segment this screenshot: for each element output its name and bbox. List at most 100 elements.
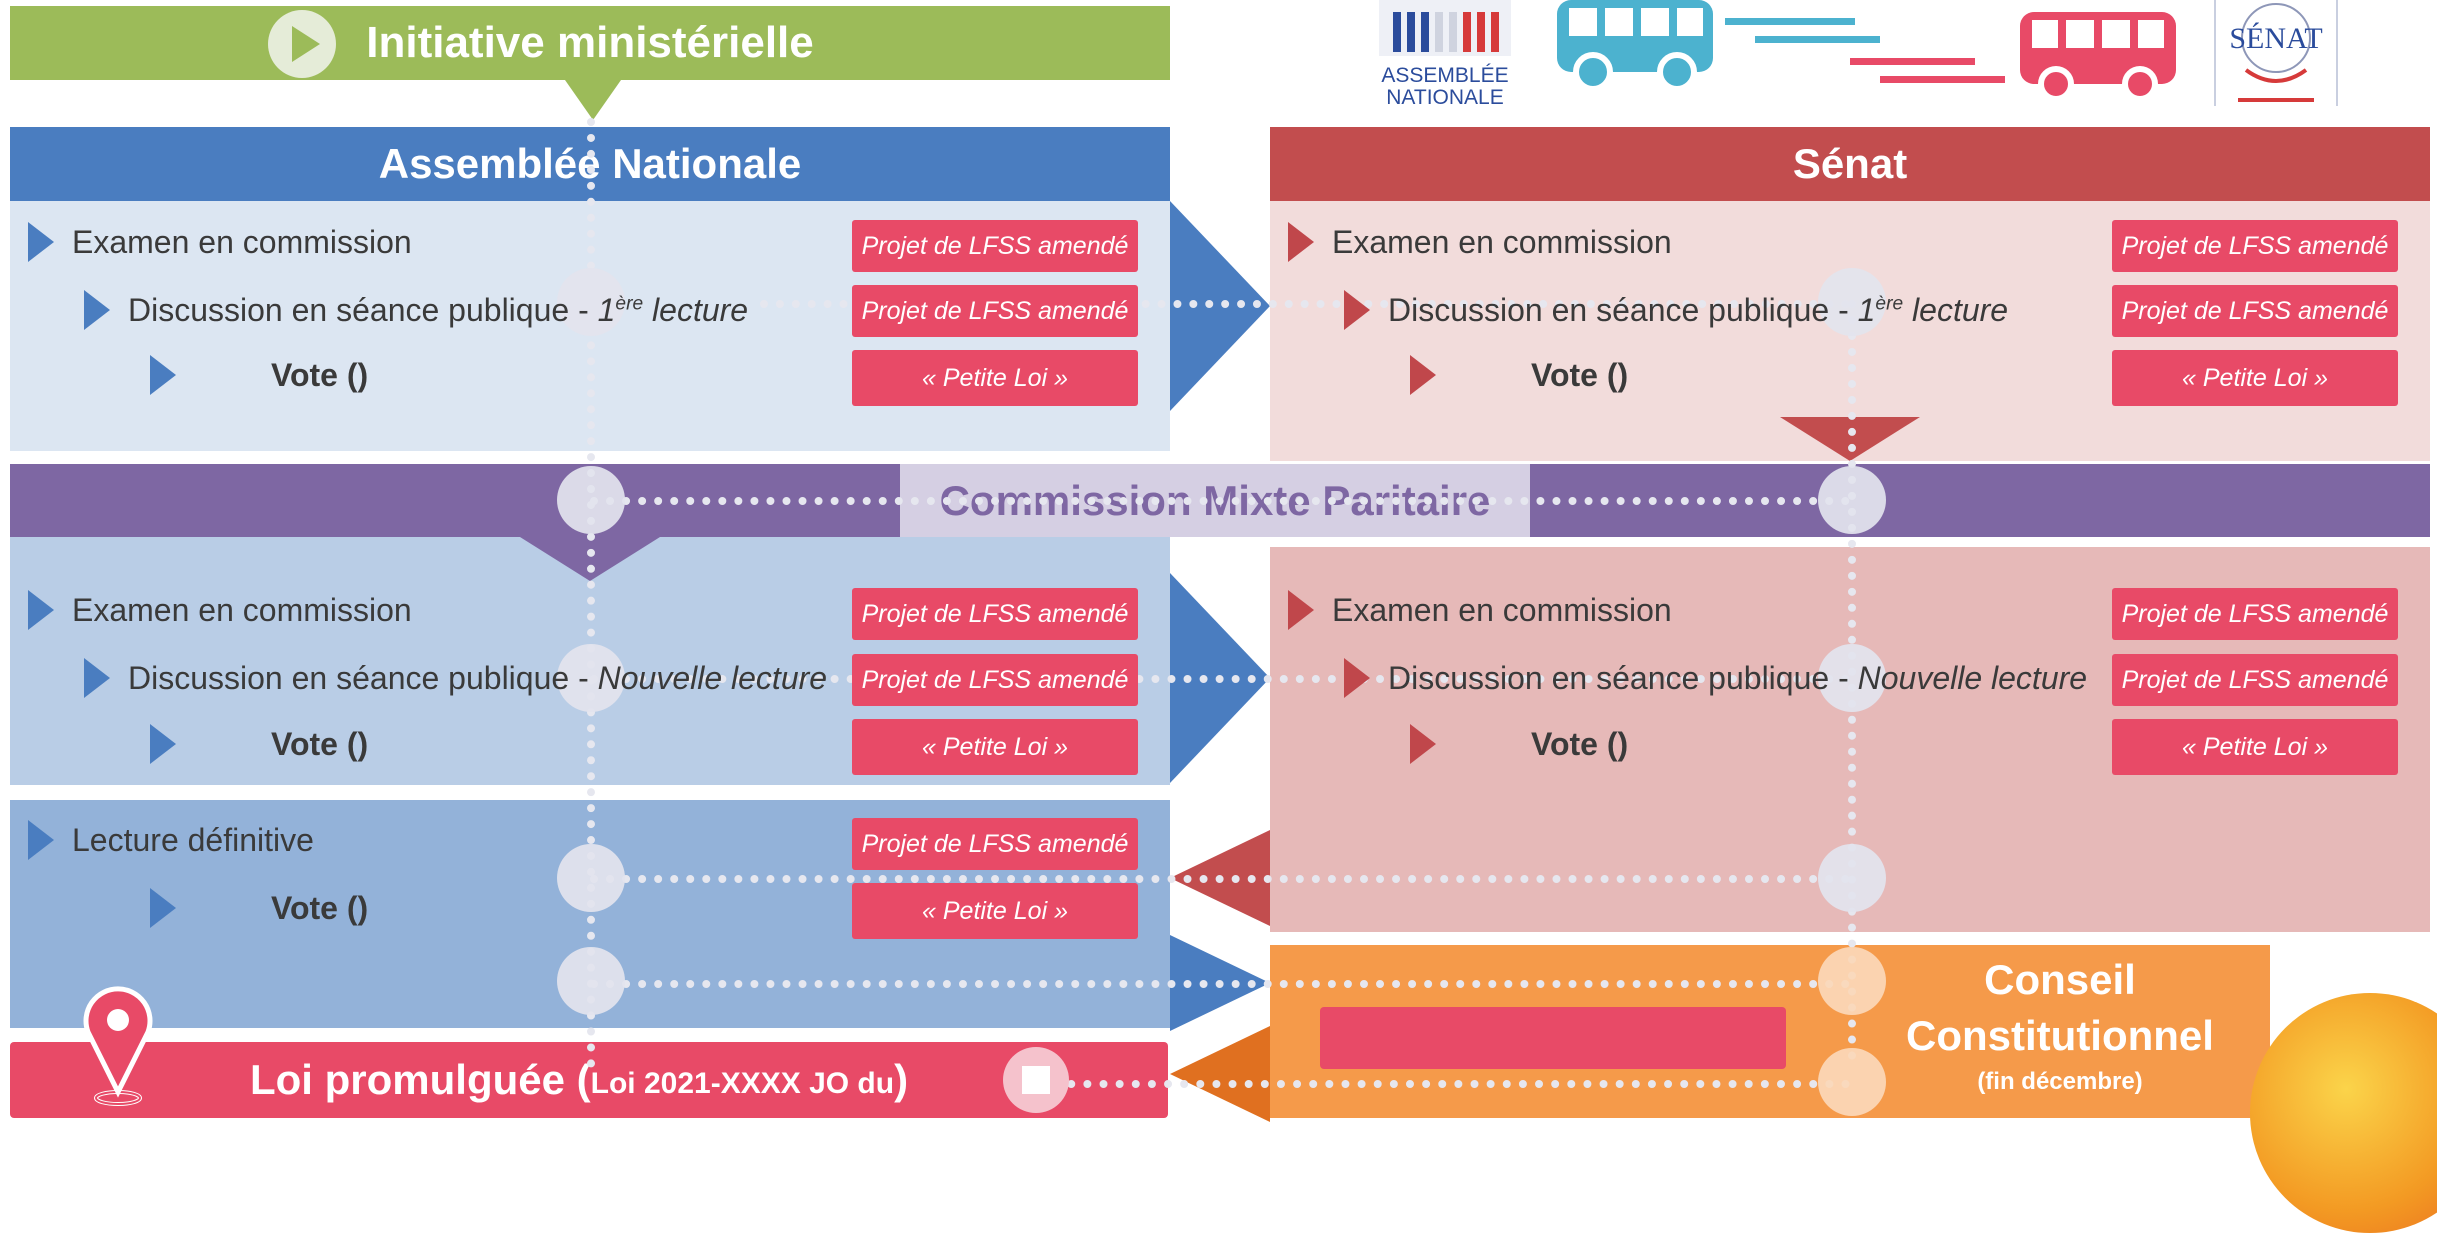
an2-tag-1: Projet de LFSS amendé bbox=[852, 588, 1138, 640]
assemblee-logo-line1: ASSEMBLÉE bbox=[1381, 64, 1509, 87]
connector bbox=[590, 675, 1850, 683]
sun-decoration bbox=[2250, 993, 2437, 1233]
final-vote: Vote () bbox=[271, 889, 369, 926]
s2-vote-row: Vote () bbox=[1410, 724, 1628, 764]
s2-vote: Vote () bbox=[1531, 725, 1629, 762]
s1-tag-2: Projet de LFSS amendé bbox=[2112, 285, 2398, 337]
an1-examen: Examen en commission bbox=[72, 223, 412, 260]
an2-examen-row: Examen en commission bbox=[28, 590, 412, 630]
conseil-line2: Constitutionnel bbox=[1906, 1012, 2214, 1059]
an1-discussion-row: Discussion en séance publique - 1ère lec… bbox=[84, 290, 748, 330]
senat-header: Sénat bbox=[1270, 127, 2430, 201]
assemblee-logo-line2: NATIONALE bbox=[1386, 86, 1504, 109]
an2-tag-3: « Petite Loi » bbox=[852, 719, 1138, 775]
conseil-line1: Conseil bbox=[1984, 956, 2136, 1003]
s2-examen: Examen en commission bbox=[1332, 591, 1672, 628]
s1-tag-3: « Petite Loi » bbox=[2112, 350, 2398, 406]
an2-discussion-row: Discussion en séance publique - Nouvelle… bbox=[84, 658, 827, 698]
s1-examen: Examen en commission bbox=[1332, 223, 1672, 260]
bullet-arrow-icon bbox=[84, 290, 110, 330]
senat-logo-text: SÉNAT bbox=[2229, 22, 2323, 55]
s2-discussion-row: Discussion en séance publique - Nouvelle… bbox=[1344, 658, 2087, 698]
bullet-arrow-icon bbox=[150, 888, 176, 928]
an2-examen: Examen en commission bbox=[72, 591, 412, 628]
s1-vote: Vote () bbox=[1531, 356, 1629, 393]
s1-examen-row: Examen en commission bbox=[1288, 222, 1672, 262]
speed-line bbox=[1755, 36, 1880, 43]
senat-header-label: Sénat bbox=[1792, 140, 1908, 187]
an1-tag-2: Projet de LFSS amendé bbox=[852, 285, 1138, 337]
an1-tag-1: Projet de LFSS amendé bbox=[852, 220, 1138, 272]
speed-line bbox=[1880, 76, 2005, 83]
node-circle bbox=[557, 947, 625, 1015]
map-pin-icon bbox=[83, 986, 153, 1106]
an2-vote-row: Vote () bbox=[150, 724, 368, 764]
bullet-arrow-icon bbox=[1288, 222, 1314, 262]
an2-discussion-prefix: Discussion en séance publique - bbox=[128, 659, 598, 696]
node-circle bbox=[557, 844, 625, 912]
bullet-arrow-icon bbox=[28, 820, 54, 860]
bullet-arrow-icon bbox=[1344, 658, 1370, 698]
s2-tag-1: Projet de LFSS amendé bbox=[2112, 588, 2398, 640]
speed-line bbox=[1725, 18, 1855, 25]
bullet-arrow-icon bbox=[28, 590, 54, 630]
node-circle bbox=[1818, 268, 1886, 336]
conseil-to-loi-arrow bbox=[1170, 1026, 1270, 1122]
an1-vote: Vote () bbox=[271, 356, 369, 393]
an2-tag-2: Projet de LFSS amendé bbox=[852, 654, 1138, 706]
node-circle bbox=[557, 644, 625, 712]
initiative-arrow bbox=[565, 80, 621, 120]
bullet-arrow-icon bbox=[1344, 290, 1370, 330]
assemblee-hemicycle-icon bbox=[1379, 0, 1511, 56]
an1-vote-row: Vote () bbox=[150, 355, 368, 395]
final-vote-row: Vote () bbox=[150, 888, 368, 928]
node-circle bbox=[1818, 844, 1886, 912]
bullet-arrow-icon bbox=[1410, 724, 1436, 764]
node-circle bbox=[1818, 466, 1886, 534]
bullet-arrow-icon bbox=[28, 222, 54, 262]
senat-emblem-icon bbox=[2238, 3, 2314, 102]
s2-tag-3: « Petite Loi » bbox=[2112, 719, 2398, 775]
connector bbox=[760, 300, 1850, 308]
speed-line bbox=[1850, 58, 1975, 65]
conseil-inner-bar bbox=[1320, 1007, 1786, 1069]
loi-close: ) bbox=[894, 1056, 909, 1103]
bullet-arrow-icon bbox=[84, 658, 110, 698]
connector bbox=[1035, 1080, 1850, 1088]
an1-discussion-reading: 1ère lecture bbox=[597, 291, 749, 328]
s1-vote-row: Vote () bbox=[1410, 355, 1628, 395]
s1-discussion-reading: 1ère lecture bbox=[1857, 291, 2009, 328]
node-circle bbox=[1818, 1048, 1886, 1116]
connector bbox=[590, 875, 1850, 883]
final-lecture: Lecture définitive bbox=[72, 821, 314, 858]
node-circle bbox=[557, 466, 625, 534]
an1-tag-3: « Petite Loi » bbox=[852, 350, 1138, 406]
bullet-arrow-icon bbox=[150, 724, 176, 764]
s2-tag-2: Projet de LFSS amendé bbox=[2112, 654, 2398, 706]
loi-main: Loi promulguée ( bbox=[250, 1056, 591, 1103]
s2-examen-row: Examen en commission bbox=[1288, 590, 1672, 630]
initiative-bar: Initiative ministérielle bbox=[10, 6, 1170, 80]
initiative-label: Initiative ministérielle bbox=[366, 18, 814, 67]
s2-discussion-prefix: Discussion en séance publique - bbox=[1388, 659, 1858, 696]
bus-red-icon bbox=[2020, 12, 2176, 100]
final-tag-2: « Petite Loi » bbox=[852, 883, 1138, 939]
bullet-arrow-icon bbox=[1410, 355, 1436, 395]
conseil-title: Conseil Constitutionnel (fin décembre) bbox=[1880, 952, 2240, 1100]
play-icon bbox=[268, 10, 336, 78]
bullet-arrow-icon bbox=[150, 355, 176, 395]
stop-icon bbox=[1003, 1047, 1069, 1113]
connector bbox=[590, 497, 1850, 505]
node-circle bbox=[1818, 947, 1886, 1015]
bullet-arrow-icon bbox=[1288, 590, 1314, 630]
an2-discussion-italic: Nouvelle lecture bbox=[597, 659, 828, 696]
s1-tag-1: Projet de LFSS amendé bbox=[2112, 220, 2398, 272]
connector bbox=[587, 118, 595, 1068]
loi-ref: Loi 2021-XXXX JO du bbox=[590, 1067, 895, 1100]
s1-discussion-prefix: Discussion en séance publique - bbox=[1388, 291, 1858, 328]
s2-discussion-italic: Nouvelle lecture bbox=[1857, 659, 2088, 696]
final-lecture-row: Lecture définitive bbox=[28, 820, 314, 860]
an1-examen-row: Examen en commission bbox=[28, 222, 412, 262]
s1-discussion-row: Discussion en séance publique - 1ère lec… bbox=[1344, 290, 2008, 330]
an1-discussion-prefix: Discussion en séance publique - bbox=[128, 291, 598, 328]
